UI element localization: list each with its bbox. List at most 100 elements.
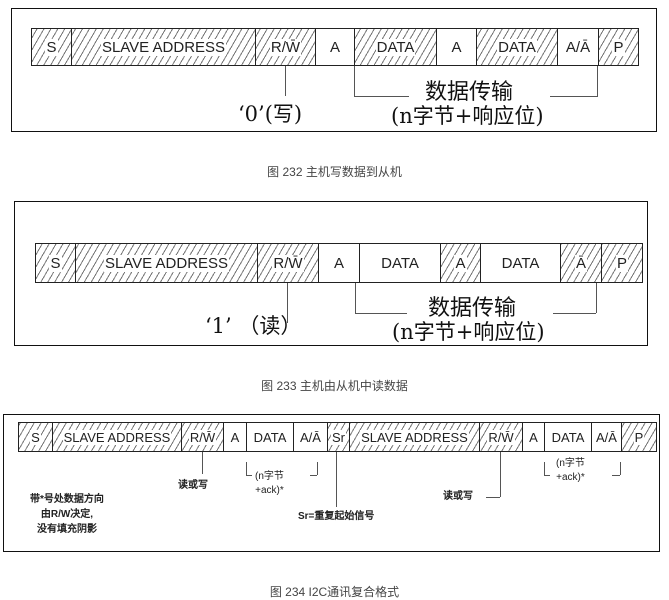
frame-field-sr: Sr	[328, 423, 350, 451]
rw-pointer-line	[202, 452, 203, 474]
field-label: SLAVE ADDRESS	[100, 38, 227, 56]
field-label: A	[329, 38, 340, 56]
frame-field-r-w-: R/W̄	[182, 423, 224, 451]
field-label: R/W̄	[272, 254, 304, 272]
frame-field-a: A	[224, 423, 247, 451]
field-label: A	[230, 429, 240, 445]
frame-field-s: S	[36, 244, 76, 282]
bracket-right	[317, 462, 318, 475]
frame-field-data: DATA	[481, 244, 561, 282]
frame-field-r-w-: R/W̄	[258, 244, 319, 282]
field-label: DATA	[253, 429, 287, 445]
frame-field-p: P	[602, 244, 642, 282]
frame-field-p: P	[599, 29, 638, 65]
field-label: A	[451, 38, 462, 56]
bytes-note-1: (n字节 +ack)*	[255, 471, 284, 496]
caption-234: 图 234 I2C通讯复合格式	[269, 585, 400, 599]
bracket-bottom-right	[550, 96, 598, 97]
bytes-note-2: (n字节 +ack)*	[556, 458, 585, 483]
frame-field-a-: A/Ā	[558, 29, 599, 65]
frame-field-slave-address: SLAVE ADDRESS	[53, 423, 182, 451]
rw-note-1: 读或写	[178, 480, 208, 491]
frame-field-slave-address: SLAVE ADDRESS	[76, 244, 258, 282]
frame-field-slave-address: SLAVE ADDRESS	[350, 423, 480, 451]
field-label: Ā	[574, 254, 587, 272]
frame-field-data: DATA	[545, 423, 592, 451]
rw-note-2: 读或写	[443, 491, 473, 502]
fig1-frame-row: S SLAVE ADDRESS R/W̄ A DATA A DATA A/Ā P	[31, 28, 639, 66]
field-label: P	[612, 38, 625, 56]
rw-pointer-line-h	[486, 497, 500, 498]
fig2-transfer-sub: (n字节+响应位)	[392, 320, 545, 344]
sr-pointer-line	[336, 452, 337, 507]
frame-field--: Ā	[561, 244, 602, 282]
fig1-bit-label: ‘0’(写)	[238, 102, 303, 126]
field-label: DATA	[497, 38, 537, 56]
bracket-left	[354, 66, 355, 96]
field-label: DATA	[381, 254, 419, 272]
figure-234	[3, 414, 660, 552]
rw-pointer-line	[285, 66, 286, 96]
fig3-frame-row: S SLAVE ADDRESS R/W̄ A DATA A/Ā Sr SLAVE ADDRES…	[18, 422, 657, 452]
field-label: A	[529, 429, 538, 445]
frame-field-a: A	[437, 29, 477, 65]
fig2-frame-row: S SLAVE ADDRESS R/W̄ A DATA A DATA Ā P	[35, 243, 643, 283]
frame-field-data: DATA	[360, 244, 441, 282]
bracket-right	[597, 66, 598, 96]
field-label: S	[49, 254, 62, 272]
bracket-right	[620, 462, 621, 475]
figure-232	[11, 8, 657, 132]
field-label: P	[633, 429, 645, 445]
field-label: P	[615, 254, 628, 272]
bracket-bottom-left	[354, 96, 409, 97]
fig2-bit-label: ‘1’ （读）	[205, 314, 302, 338]
field-label: Sr	[331, 429, 346, 445]
field-label: R/W̄	[269, 38, 302, 56]
frame-field-r-w-: R/W̄	[480, 423, 523, 451]
sr-note: Sr=重复起始信号	[298, 511, 375, 522]
bracket-left	[544, 462, 545, 475]
field-label: SLAVE ADDRESS	[62, 429, 172, 445]
frame-field-r-w-: R/W̄	[256, 29, 316, 65]
field-label: A	[454, 254, 467, 272]
frame-field-a: A	[316, 29, 355, 65]
field-label: A	[333, 254, 344, 272]
field-label: DATA	[501, 254, 540, 272]
caption-232: 图 232 主机写数据到从机	[267, 165, 402, 179]
bracket-bottom-left	[355, 313, 407, 314]
frame-field-a: A	[523, 423, 545, 451]
bracket-bottom	[246, 475, 252, 476]
shading-note: 带*号处数据方向 由R/W决定, 没有填充阴影	[30, 494, 104, 535]
rw-pointer-line	[500, 452, 501, 497]
frame-field-a: A	[319, 244, 360, 282]
field-label: S	[30, 429, 41, 445]
caption-233: 图 233 主机由从机中读数据	[261, 379, 408, 393]
bracket-bottom-right	[553, 313, 596, 314]
frame-field-p: P	[622, 423, 656, 451]
bracket-bottom	[612, 475, 620, 476]
fig1-transfer: 数据传输	[425, 80, 514, 105]
bracket-left	[355, 283, 356, 313]
rw-pointer-line	[287, 283, 288, 323]
bracket-bottom	[544, 475, 550, 476]
bracket-left	[246, 462, 247, 475]
field-label: R/W̄	[487, 429, 515, 445]
frame-field-a-: A/Ā	[592, 423, 622, 451]
frame-field-a: A	[441, 244, 481, 282]
frame-field-a-: A/Ā	[294, 423, 328, 451]
field-label: DATA	[551, 429, 585, 445]
field-label: A/Ā	[596, 429, 617, 445]
field-label: SLAVE ADDRESS	[103, 254, 230, 272]
frame-field-s: S	[19, 423, 53, 451]
frame-field-slave-address: SLAVE ADDRESS	[72, 29, 256, 65]
fig2-transfer: 数据传输	[428, 296, 517, 321]
field-label: A/Ā	[565, 38, 591, 56]
frame-field-s: S	[32, 29, 72, 65]
field-label: DATA	[375, 38, 416, 56]
field-label: S	[45, 38, 58, 56]
field-label: A/Ā	[300, 429, 321, 445]
field-label: SLAVE ADDRESS	[360, 429, 469, 445]
frame-field-data: DATA	[355, 29, 437, 65]
frame-field-data: DATA	[477, 29, 558, 65]
fig1-transfer-sub: (n字节+响应位)	[391, 104, 544, 128]
